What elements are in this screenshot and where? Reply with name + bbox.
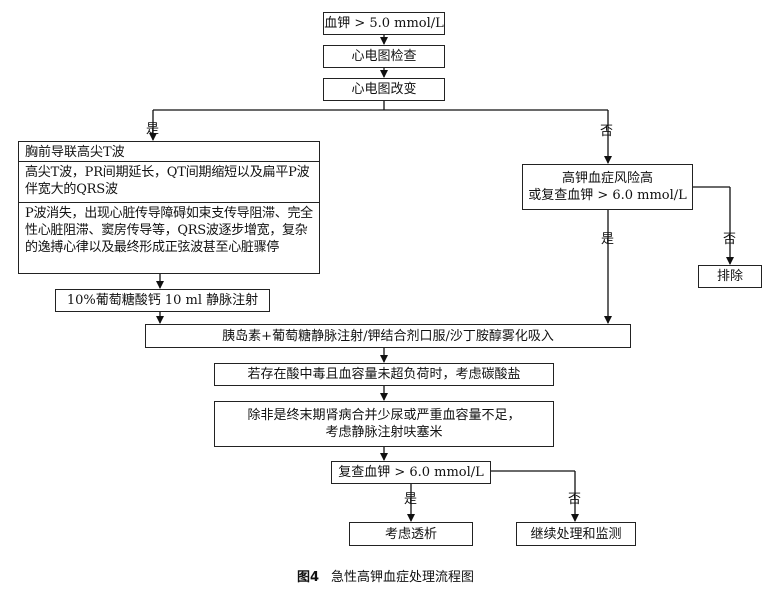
node-recheck: 复查血钾 > 6.0 mmol/L bbox=[331, 461, 491, 484]
figure-caption: 图4 急性高钾血症处理流程图 bbox=[0, 566, 771, 585]
node-ecg-check: 心电图检查 bbox=[323, 45, 445, 68]
caption-title: 急性高钾血症处理流程图 bbox=[331, 570, 475, 585]
node-k-high: 血钾 > 5.0 mmol/L bbox=[323, 12, 445, 35]
furosemide-line1: 除非是终末期肾病合并少尿或严重血容量不足， bbox=[247, 408, 521, 423]
node-exclude: 排除 bbox=[698, 265, 762, 288]
finding-conduction: P波消失，出现心脏传导障碍如束支传导阻滞、完全性心脏阻滞、窦房传导等，QRS波逐… bbox=[19, 202, 319, 273]
node-insulin: 胰岛素+葡萄糖静脉注射/钾结合剂口服/沙丁胺醇雾化吸入 bbox=[145, 324, 631, 348]
label-yes-recheck: 是 bbox=[404, 492, 418, 507]
caption-number: 图4 bbox=[296, 570, 320, 585]
node-bicarb: 若存在酸中毒且血容量未超负荷时，考虑碳酸盐 bbox=[214, 363, 554, 386]
node-ecg-findings: 胸前导联高尖T波 高尖T波，PR间期延长，QT间期缩短以及扁平P波伴宽大的QRS… bbox=[18, 141, 320, 274]
risk-line1: 高钾血症风险高 bbox=[561, 171, 653, 186]
node-risk: 高钾血症风险高 或复查血钾 > 6.0 mmol/L bbox=[522, 164, 693, 210]
label-yes-risk: 是 bbox=[601, 232, 615, 247]
finding-peaked-t: 胸前导联高尖T波 bbox=[25, 145, 125, 160]
node-dialysis: 考虑透析 bbox=[349, 522, 473, 546]
label-yes-ecg: 是 bbox=[146, 122, 160, 137]
node-ecg-change: 心电图改变 bbox=[323, 78, 445, 101]
label-no-risk: 否 bbox=[723, 232, 737, 247]
node-calcium: 10%葡萄糖酸钙 10 ml 静脉注射 bbox=[55, 289, 270, 312]
node-monitor: 继续处理和监测 bbox=[516, 522, 636, 546]
finding-pr-qt: 高尖T波，PR间期延长，QT间期缩短以及扁平P波伴宽大的QRS波 bbox=[19, 161, 319, 202]
node-furosemide: 除非是终末期肾病合并少尿或严重血容量不足， 考虑静脉注射呋塞米 bbox=[214, 401, 554, 447]
furosemide-line2: 考虑静脉注射呋塞米 bbox=[325, 425, 443, 440]
label-no-recheck: 否 bbox=[568, 492, 582, 507]
risk-line2: 或复查血钾 > 6.0 mmol/L bbox=[528, 188, 687, 203]
label-no-ecg: 否 bbox=[600, 124, 614, 139]
